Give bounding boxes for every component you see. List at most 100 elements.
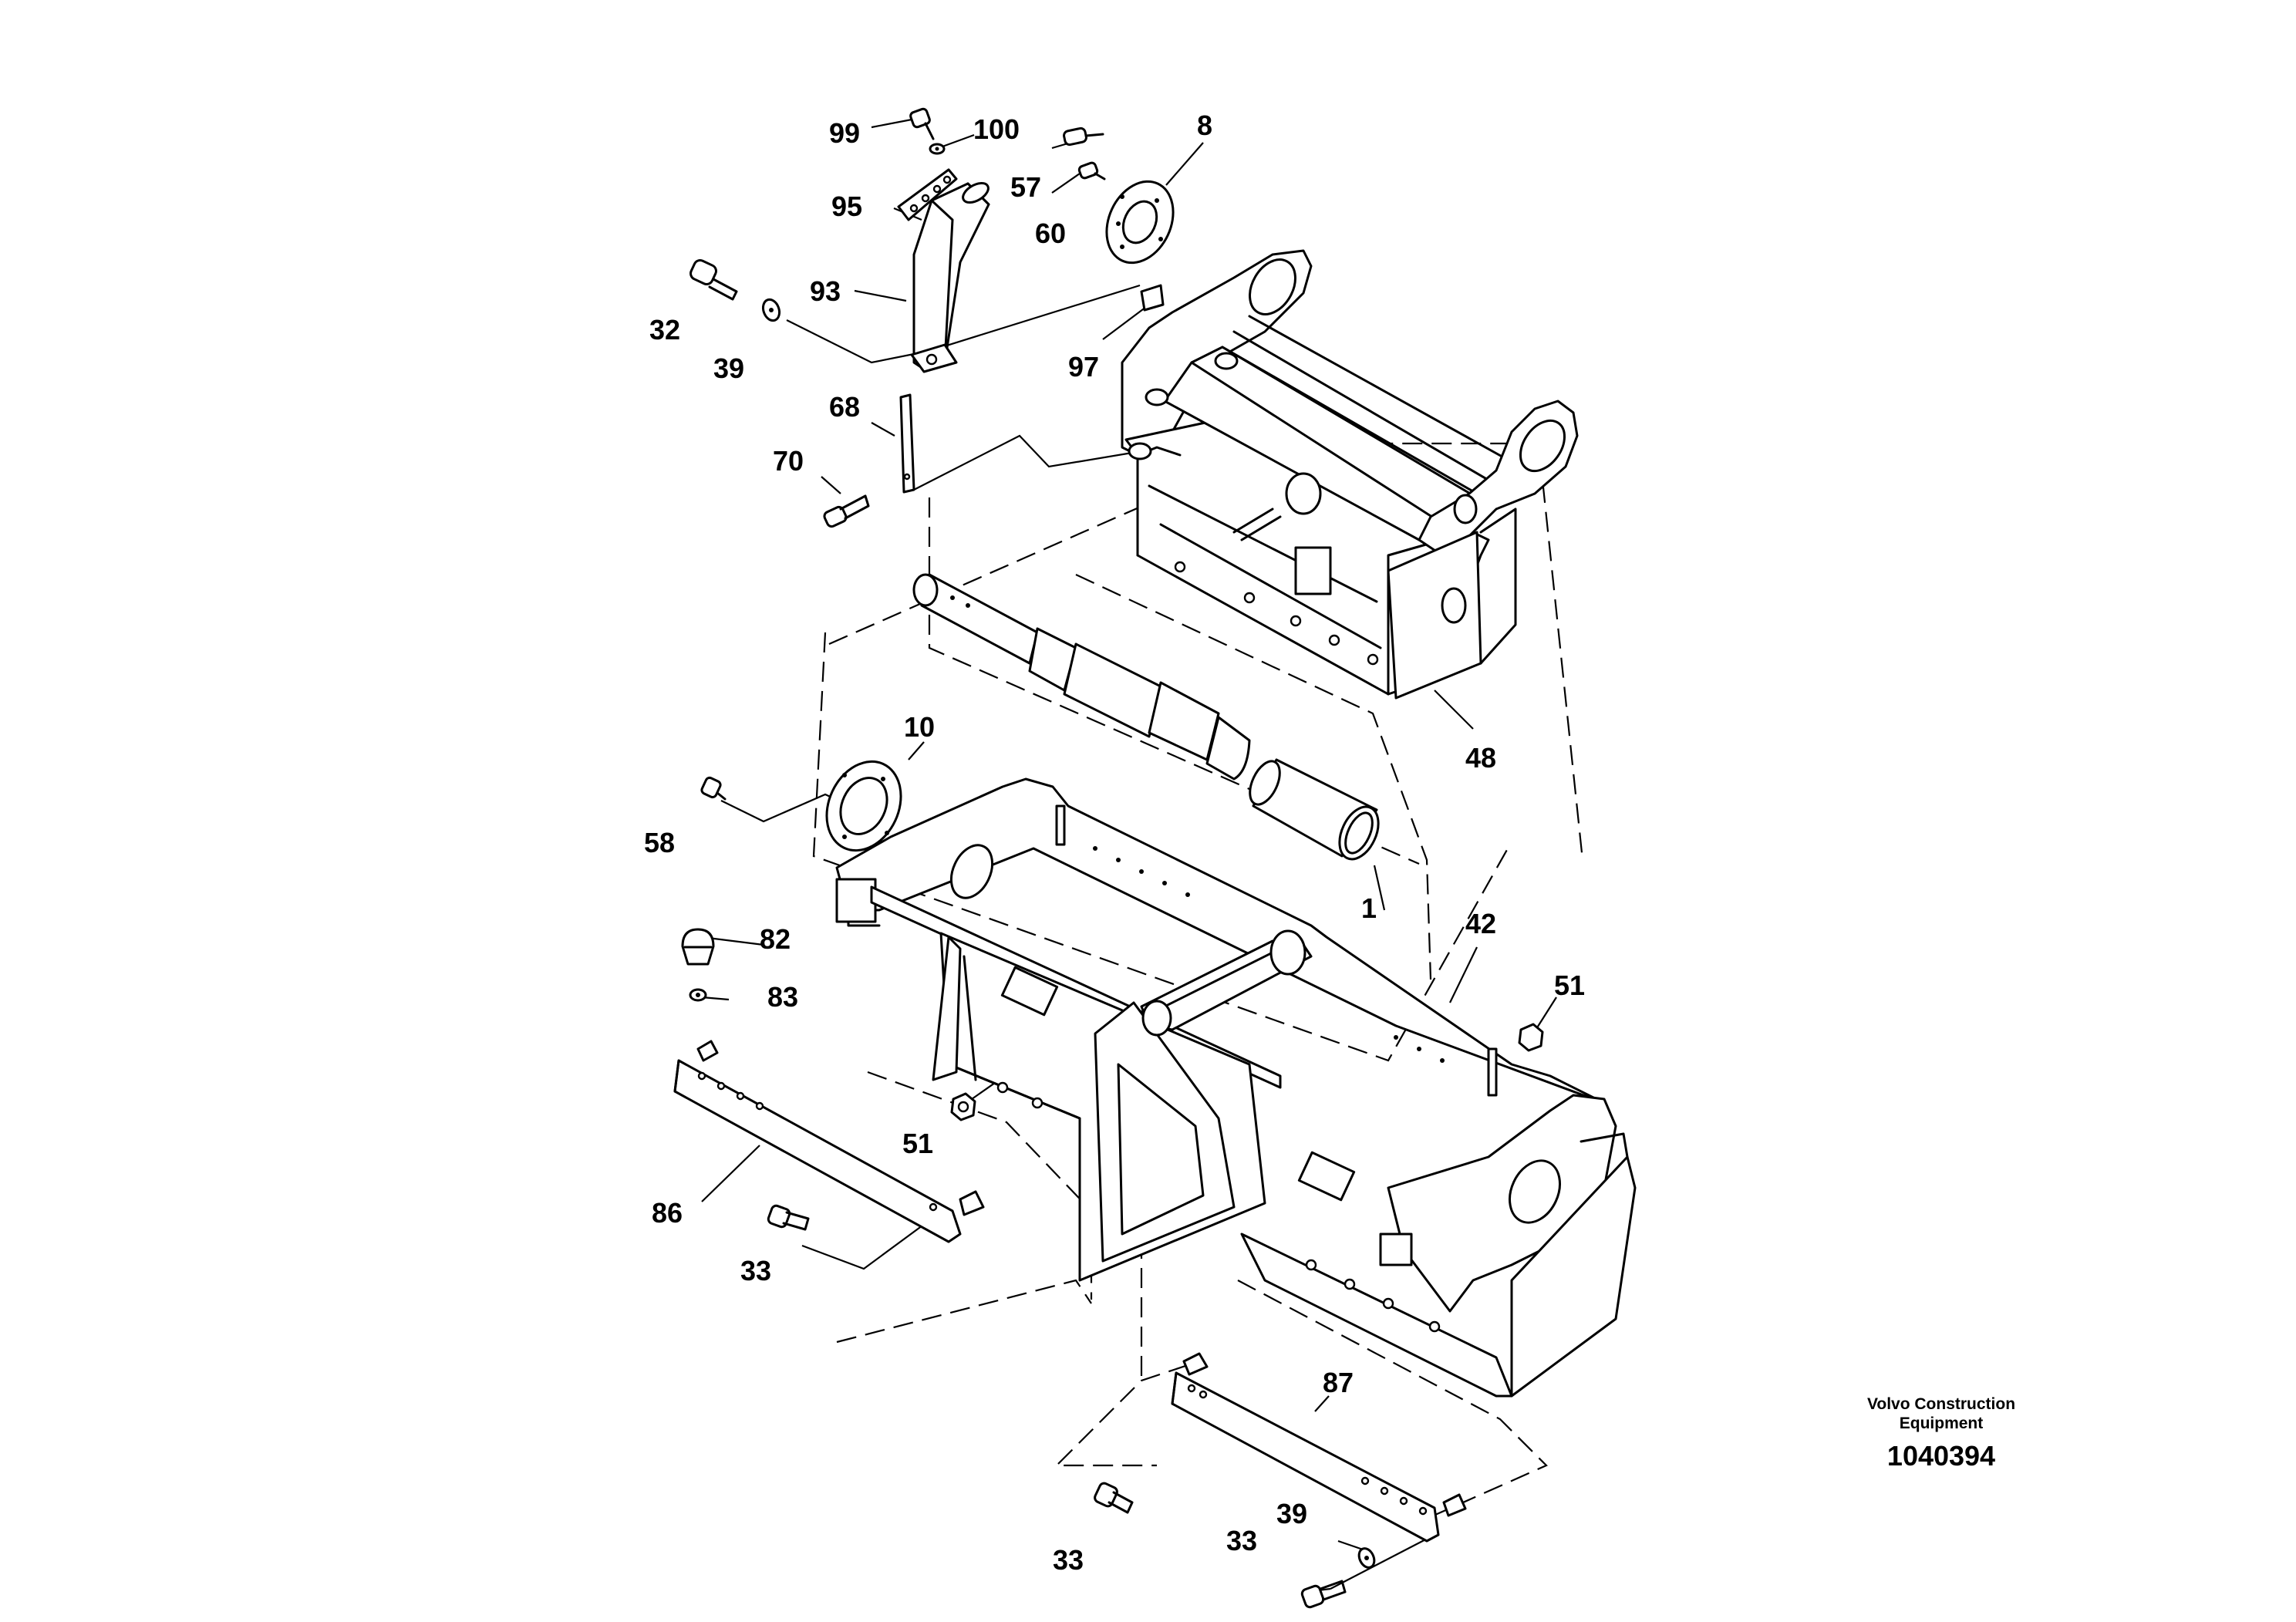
- frame-42-post-2: [1487, 1047, 1498, 1097]
- flange-10-bolt-hole-2: [881, 777, 885, 781]
- callout-8: 8: [1197, 110, 1212, 141]
- flange-8-bolt-hole-2: [1155, 198, 1159, 203]
- callout-33-mid: 33: [1053, 1544, 1084, 1576]
- flange-8-bolt-hole-4: [1120, 244, 1124, 249]
- knob-82: [681, 928, 715, 966]
- document-number: 1040394: [1887, 1440, 1995, 1472]
- frame-42-motor-left: [1000, 966, 1059, 1017]
- bar-87-hole-3: [1360, 1476, 1370, 1485]
- flange-8: [1105, 180, 1175, 265]
- frame-42-bolt-3: [1305, 1259, 1317, 1271]
- bolt-70: [823, 494, 870, 528]
- frame-42-pulley-1: [1269, 929, 1306, 976]
- bar-86-hole-4: [755, 1101, 764, 1111]
- frame-48-side-bore: [1441, 587, 1467, 624]
- frame-42-hole-8: [1440, 1058, 1445, 1063]
- brand-line-2: Equipment: [1900, 1415, 1984, 1432]
- bar-87-hole-4: [1380, 1486, 1389, 1496]
- frame-42-bolt-1: [996, 1081, 1009, 1094]
- frame-42-hole-6: [1394, 1035, 1398, 1040]
- callout-68: 68: [829, 391, 860, 423]
- bolt-33-bottom: [1300, 1580, 1347, 1609]
- callout-97: 97: [1068, 351, 1099, 383]
- strip-68-hole: [903, 473, 911, 481]
- frame-42-block: [1379, 1233, 1413, 1266]
- sleeve-1-inner-rim: [1344, 811, 1374, 855]
- frame-42-hole-5: [1185, 892, 1190, 897]
- washer-39-bottom-hole: [1364, 1556, 1369, 1560]
- bar-86-tab-right: [959, 1190, 985, 1216]
- bar-87-tab-right: [1442, 1493, 1467, 1517]
- callout-82: 82: [760, 923, 791, 955]
- frame-48-bore-left: [1249, 258, 1296, 315]
- callout-58: 58: [644, 827, 675, 858]
- frame-42-hole-1: [1093, 846, 1097, 851]
- frame-42-bore-left: [949, 844, 994, 899]
- frame-48-hub: [1285, 472, 1322, 515]
- callout-93: 93: [810, 275, 841, 307]
- assembly-guide-lines: [812, 442, 1584, 1529]
- nut-51-left-hole: [957, 1101, 969, 1113]
- frame-42-left-tab: [835, 878, 877, 923]
- bar-86: [673, 1040, 985, 1243]
- callout-83: 83: [767, 981, 798, 1013]
- bar-87-hole-2: [1199, 1390, 1208, 1399]
- callout-57: 57: [1010, 171, 1041, 203]
- bar-86-hole-1: [697, 1071, 706, 1081]
- shaft-end: [912, 573, 939, 607]
- flange-8-bolt-hole-3: [1158, 237, 1163, 241]
- frame-42-bore-right: [1509, 1159, 1561, 1224]
- callout-86: 86: [652, 1197, 683, 1229]
- flange-10-bolt-hole-3: [885, 831, 889, 835]
- callout-39-top: 39: [713, 352, 744, 384]
- flange-8-bolt-hole-5: [1116, 221, 1121, 226]
- callout-60: 60: [1035, 218, 1066, 249]
- frame-48: [1121, 249, 1579, 700]
- callout-labels: 99 100 8 57 95 60 93 32 39 97 68 70 10 4…: [644, 110, 1585, 1576]
- callout-42: 42: [1465, 908, 1496, 939]
- callout-33-left: 33: [740, 1255, 771, 1286]
- callout-39-bottom: 39: [1276, 1498, 1307, 1529]
- frame-42-bolt-4: [1344, 1278, 1356, 1290]
- plate-95-hole-3: [932, 184, 942, 194]
- washer-100-hole: [935, 147, 939, 151]
- sleeve-1-right-end: [1338, 805, 1380, 861]
- frame-48-puck-3: [1128, 442, 1152, 460]
- screw-99: [909, 107, 935, 140]
- bolt-33-left: [767, 1204, 810, 1231]
- frame-42-motor-right: [1297, 1151, 1356, 1202]
- frame-42-bolt-6: [1428, 1320, 1441, 1333]
- leader-lines: [701, 118, 1557, 1593]
- bar-86-hole-3: [736, 1091, 745, 1101]
- flange-10-bolt-hole-1: [842, 773, 847, 777]
- brand-line-1: Volvo Construction: [1867, 1395, 2015, 1413]
- plate-95-hole-4: [942, 175, 952, 184]
- nut-51-right: [1518, 1023, 1544, 1052]
- frame-42-pulley-2: [1141, 1000, 1172, 1037]
- callout-87: 87: [1323, 1367, 1354, 1398]
- footer: Volvo Construction Equipment 1040394: [1867, 1395, 2015, 1472]
- strip-68: [899, 393, 915, 494]
- callout-1: 1: [1361, 892, 1377, 924]
- flange-10: [825, 760, 902, 852]
- frame-42-left-fin: [932, 936, 962, 1081]
- frame-48-bolt-3: [1290, 615, 1302, 627]
- frame-42-hole-4: [1162, 881, 1167, 885]
- bar-87-hole-1: [1187, 1384, 1196, 1393]
- frame-48-bolt-2: [1243, 592, 1256, 604]
- callout-10: 10: [904, 711, 935, 743]
- callout-51-left: 51: [902, 1128, 933, 1159]
- flange-8-bolt-hole-1: [1120, 194, 1124, 199]
- bar-86-tab-left: [696, 1040, 719, 1062]
- roller-shaft: [912, 573, 1251, 781]
- frame-48-block: [1294, 546, 1332, 595]
- frame-48-pivot: [1453, 494, 1478, 524]
- frame-42-hole-7: [1417, 1047, 1421, 1051]
- callout-51-right: 51: [1554, 969, 1585, 1001]
- bracket-93: [912, 182, 990, 372]
- bar-87-hole-6: [1418, 1506, 1428, 1516]
- fasteners: [681, 107, 1544, 1609]
- callout-95: 95: [831, 191, 862, 222]
- frame-48-bolt-1: [1174, 561, 1186, 573]
